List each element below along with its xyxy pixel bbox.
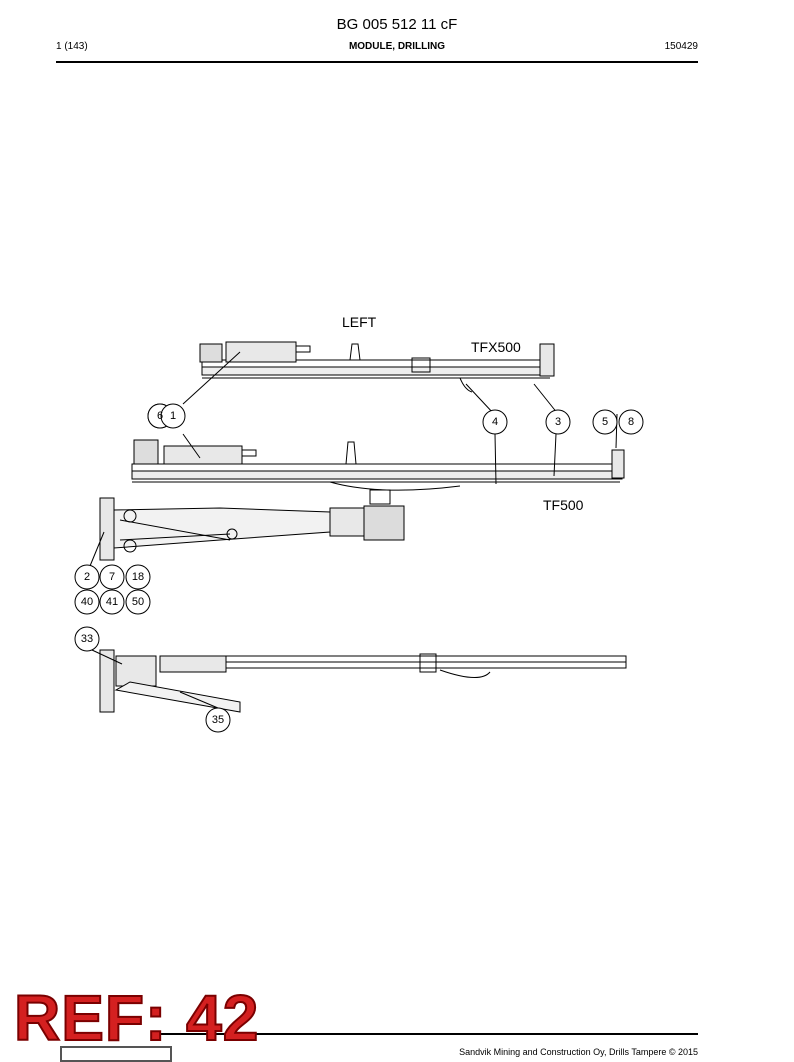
parts-drawing: 6 1 4 3 5 8 2 7 18 40 41 50 33 35 LEFT T… bbox=[74, 314, 644, 733]
copyright-text: Sandvik Mining and Construction Oy, Dril… bbox=[459, 1047, 698, 1057]
document-number: BG 005 512 11 cF bbox=[336, 16, 458, 33]
footer-divider bbox=[160, 1033, 698, 1035]
callout-8: 8 bbox=[628, 416, 634, 428]
section-title: MODULE, DRILLING bbox=[348, 41, 446, 52]
callout-33: 33 bbox=[81, 633, 93, 645]
callout-18: 18 bbox=[132, 571, 144, 583]
callout-35: 35 bbox=[212, 714, 224, 726]
boom-illustration bbox=[99, 497, 405, 561]
header-divider bbox=[56, 61, 698, 63]
callout-40: 40 bbox=[81, 596, 93, 608]
view-label: LEFT bbox=[342, 314, 377, 330]
feed-tf500-illustration bbox=[131, 439, 625, 505]
callout-6: 6 bbox=[157, 410, 163, 422]
feed-tfx500-illustration bbox=[199, 341, 555, 393]
brand-logo-box bbox=[60, 1046, 172, 1062]
callout-7: 7 bbox=[109, 571, 115, 583]
callout-4: 4 bbox=[492, 416, 498, 428]
callout-50: 50 bbox=[132, 596, 144, 608]
callout-41: 41 bbox=[106, 596, 118, 608]
callout-3: 3 bbox=[555, 416, 561, 428]
variant-label-middle: TF500 bbox=[543, 497, 584, 513]
callout-1: 1 bbox=[170, 410, 176, 422]
top-view-illustration bbox=[99, 649, 627, 713]
variant-label-top: TFX500 bbox=[471, 339, 521, 355]
callout-2: 2 bbox=[84, 571, 90, 583]
page-count: 1 (143) bbox=[56, 41, 88, 52]
document-date: 150429 bbox=[664, 41, 698, 52]
ref-stamp: REF: 42 bbox=[13, 982, 260, 1054]
callout-5: 5 bbox=[602, 416, 608, 428]
